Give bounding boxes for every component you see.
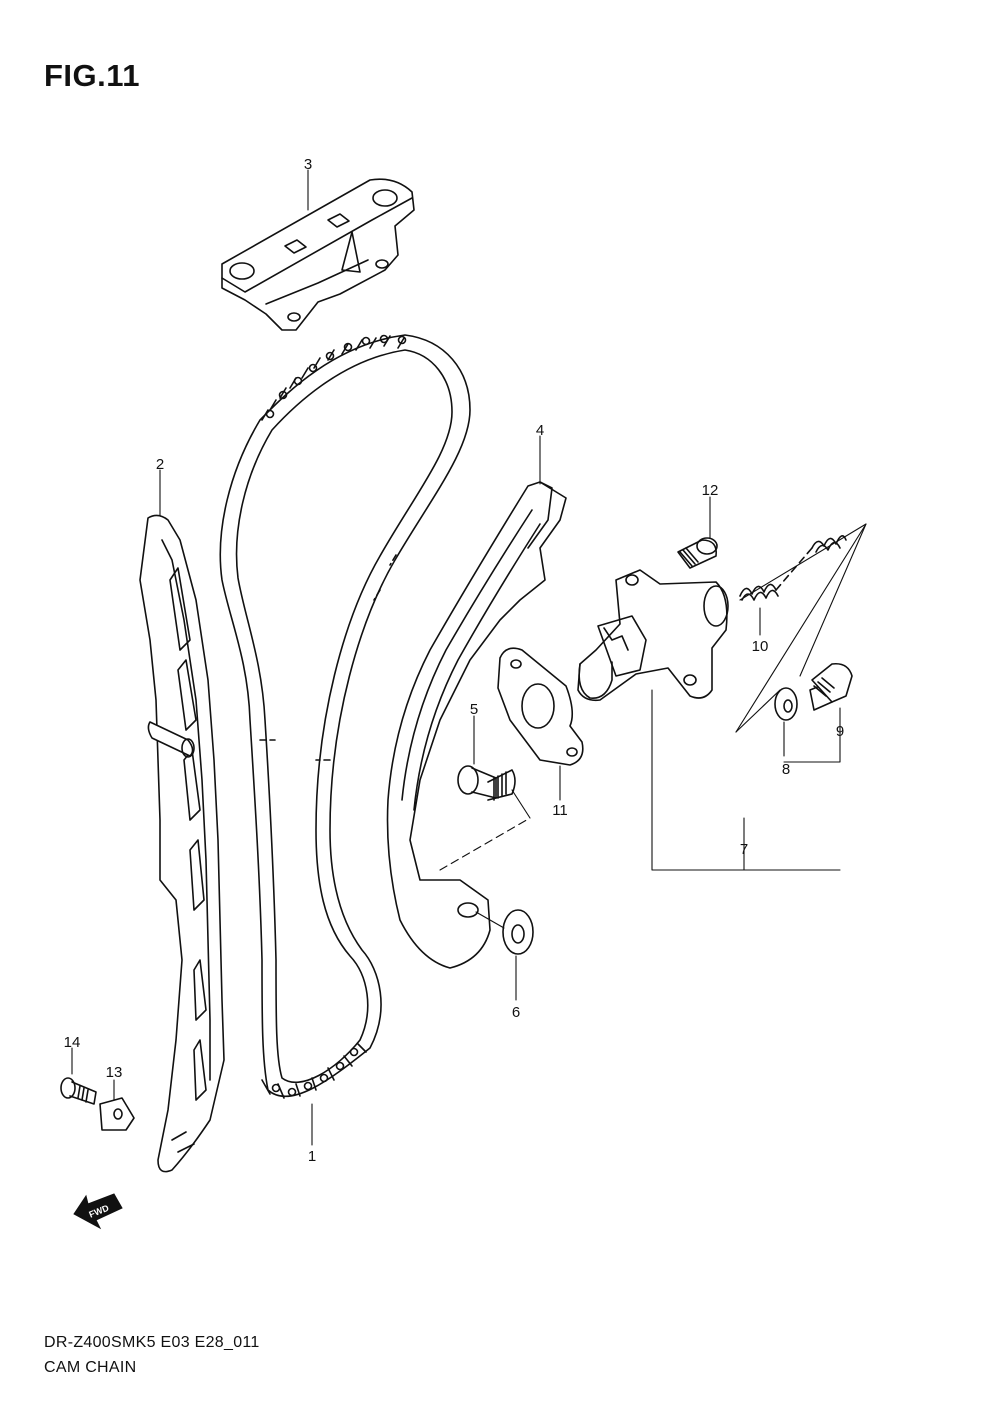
label-part-10: 10 [752, 638, 769, 655]
part-7-tensioner-assembly [577, 569, 729, 702]
part-14-screw [60, 1077, 97, 1105]
part-6-washer [502, 909, 534, 955]
figure-title: FIG.11 [44, 58, 141, 93]
label-part-14: 14 [64, 1034, 81, 1051]
label-part-5: 5 [470, 701, 478, 718]
label-part-11: 11 [552, 802, 568, 819]
part-8-gasket-washer [774, 687, 798, 721]
label-part-1: 1 [308, 1148, 316, 1165]
label-part-13: 13 [106, 1064, 123, 1081]
part-11-gasket [497, 647, 584, 766]
label-part-2: 2 [156, 456, 164, 473]
label-part-3: 3 [304, 156, 312, 173]
label-part-6: 6 [512, 1004, 520, 1021]
section-name: CAM CHAIN [44, 1359, 137, 1376]
part-1-cam-chain [219, 334, 471, 1099]
label-part-9: 9 [836, 723, 844, 740]
fwd-arrow-icon: FWD [73, 1193, 123, 1230]
leader-lines [71, 169, 867, 1146]
part-9-cap-bolt [809, 662, 853, 711]
part-4-tensioner-guide [386, 481, 567, 969]
part-10-spring [739, 535, 847, 601]
part-5-guide-bolt [457, 765, 516, 801]
part-2-guide-left [139, 514, 225, 1173]
label-part-12: 12 [702, 482, 719, 499]
part-labels: 3 2 4 12 10 5 9 8 11 7 6 14 13 1 [64, 156, 845, 1165]
label-part-7: 7 [740, 841, 748, 858]
label-part-8: 8 [782, 761, 790, 778]
model-code: DR-Z400SMK5 E03 E28_011 [44, 1334, 260, 1351]
label-part-4: 4 [536, 422, 544, 439]
part-3-chain-guide-top [221, 178, 415, 331]
part-13-retainer [99, 1097, 135, 1131]
part-12-bolt [677, 537, 718, 569]
